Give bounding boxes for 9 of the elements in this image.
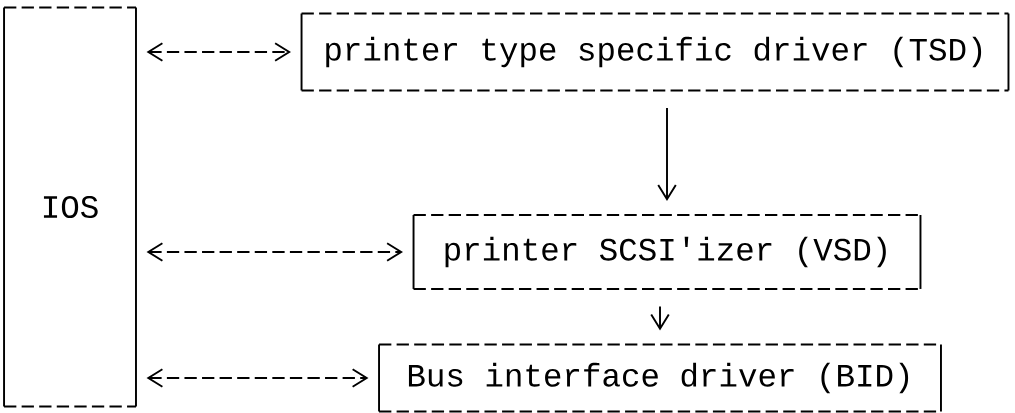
ios-box: IOS (3, 6, 137, 408)
arrow (650, 305, 670, 331)
double-arrow (146, 368, 369, 388)
double-arrow (146, 242, 403, 262)
driver-box: printer SCSI'izer (VSD) (412, 214, 922, 290)
double-arrow (146, 42, 291, 62)
driver-box: printer type specific driver (TSD) (300, 12, 1010, 92)
arrow (657, 107, 677, 201)
driver-box: Bus interface driver (BID) (378, 343, 942, 413)
